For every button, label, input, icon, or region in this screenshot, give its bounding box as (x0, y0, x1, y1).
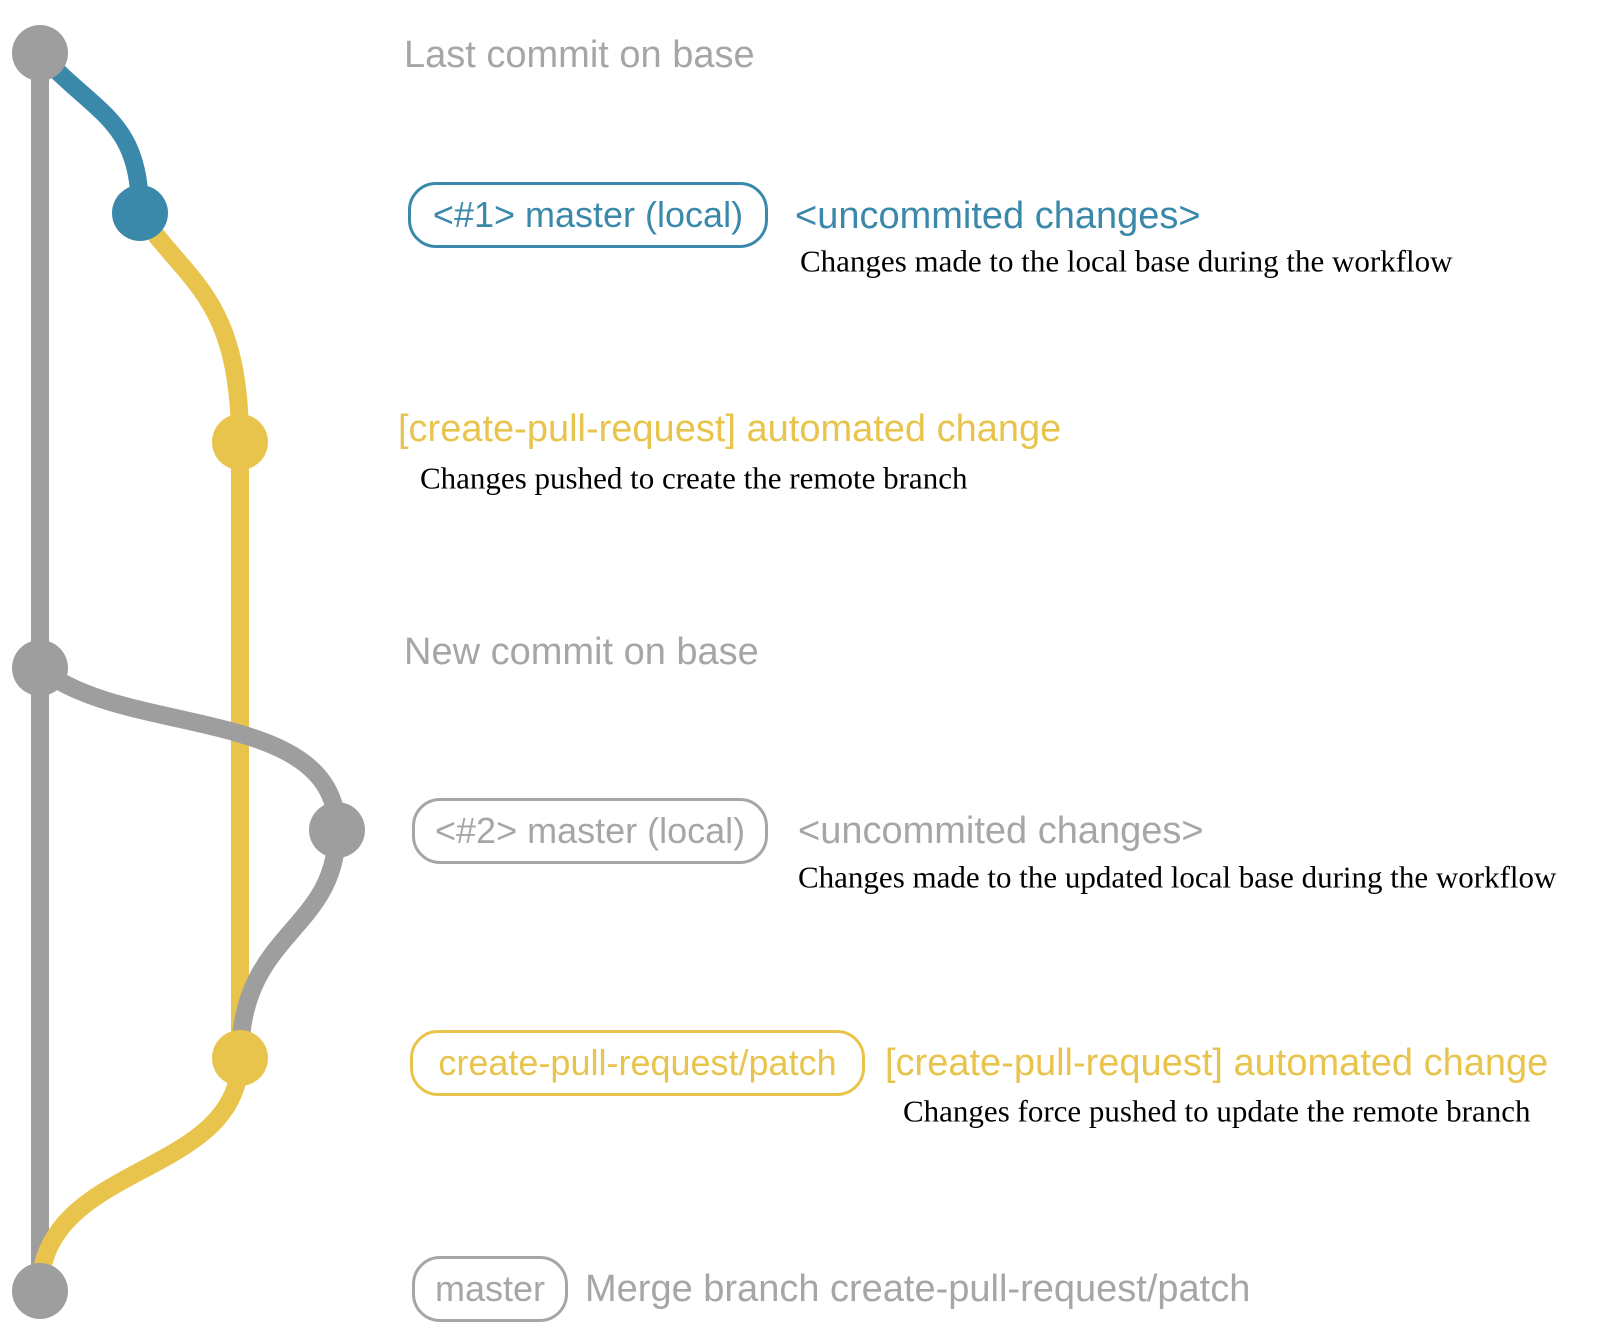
master-local-2-badge-text: <#2> master (local) (435, 810, 746, 851)
new-commit-label: New commit on base (404, 631, 759, 673)
automated-change-2-caption: Changes force pushed to update the remot… (903, 1093, 1531, 1129)
master-local-2-badge: <#2> master (local) (412, 798, 769, 864)
commit-dot-last-base (12, 25, 68, 81)
commit-dot-new-base (12, 640, 68, 696)
local-master-2-branch-line (31, 659, 346, 839)
merge-commit-label: Merge branch create-pull-request/patch (585, 1268, 1251, 1310)
uncommitted-changes-2-label: <uncommited changes> (798, 810, 1204, 852)
automated-change-2-label: [create-pull-request] automated change (885, 1042, 1549, 1084)
uncommitted-changes-2-caption: Changes made to the updated local base d… (798, 859, 1557, 895)
automated-change-1-caption: Changes pushed to create the remote bran… (420, 460, 968, 496)
commit-dot-merge (12, 1263, 68, 1319)
uncommitted-changes-1-label: <uncommited changes> (795, 195, 1201, 237)
commit-dot-local-2 (309, 802, 365, 858)
branch-graph (12, 25, 365, 1319)
master-badge-text: master (435, 1268, 546, 1309)
master-local-1-badge-text: <#1> master (local) (432, 194, 744, 235)
patch-branch-badge-text: create-pull-request/patch (438, 1042, 837, 1083)
automated-change-1-label: [create-pull-request] automated change (398, 408, 1062, 450)
local-master-branch-line (31, 44, 149, 222)
master-local-1-badge: <#1> master (local) (408, 182, 768, 248)
commit-dot-patch-1 (212, 414, 268, 470)
patch-branch-line (31, 204, 249, 1300)
uncommitted-changes-1-caption: Changes made to the local base during th… (800, 243, 1453, 279)
patch-branch-badge: create-pull-request/patch (410, 1030, 865, 1096)
commit-dot-patch-2 (212, 1030, 268, 1086)
local-master-2-merge-line (231, 821, 346, 1067)
master-badge: master (412, 1256, 569, 1322)
commit-dot-local-1 (112, 185, 168, 241)
last-commit-label: Last commit on base (404, 34, 755, 76)
